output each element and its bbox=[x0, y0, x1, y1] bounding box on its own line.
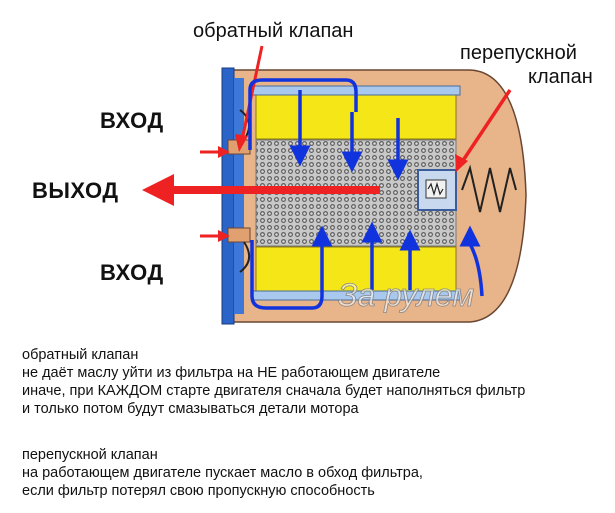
inlet-label-bottom: ВХОД bbox=[100, 260, 164, 285]
bypass-valve-callout-arrow bbox=[460, 89, 512, 163]
check-valve-flap-bottom bbox=[239, 241, 251, 273]
note-line: на работающем двигателе пускает масло в … bbox=[22, 465, 423, 481]
bypass-valve-label-line2: клапан bbox=[528, 66, 593, 88]
base-flange bbox=[221, 67, 235, 325]
note-line: и только потом будут смазываться детали … bbox=[22, 401, 359, 417]
oil-filter-diagram: За рулем bbox=[142, 45, 527, 325]
spring bbox=[461, 164, 517, 213]
note-line: перепускной клапан bbox=[22, 447, 158, 463]
oil-flow-arrows bbox=[248, 78, 484, 310]
note-line: не даёт маслу уйти из фильтра на НЕ рабо… bbox=[22, 365, 441, 381]
inlet-label-top: ВХОД bbox=[100, 108, 164, 133]
bypass-valve-label-line1: перепускной bbox=[460, 42, 577, 64]
watermark: За рулем bbox=[338, 277, 474, 313]
note-line: обратный клапан bbox=[22, 347, 139, 363]
check-valve-label: обратный клапан bbox=[193, 20, 354, 42]
check-valve-note: обратный клапан не даёт маслу уйти из фи… bbox=[22, 346, 525, 418]
note-line: иначе, при КАЖДОМ старте двигателя снача… bbox=[22, 383, 526, 399]
bypass-valve-note: перепускной клапан на работающем двигате… bbox=[22, 446, 423, 500]
check-valve-callout-arrow bbox=[240, 45, 264, 141]
outlet-label: ВЫХОД bbox=[32, 178, 119, 203]
note-line: если фильтр потерял свою пропускную спос… bbox=[22, 483, 375, 499]
inlet-port-bottom bbox=[227, 227, 251, 243]
